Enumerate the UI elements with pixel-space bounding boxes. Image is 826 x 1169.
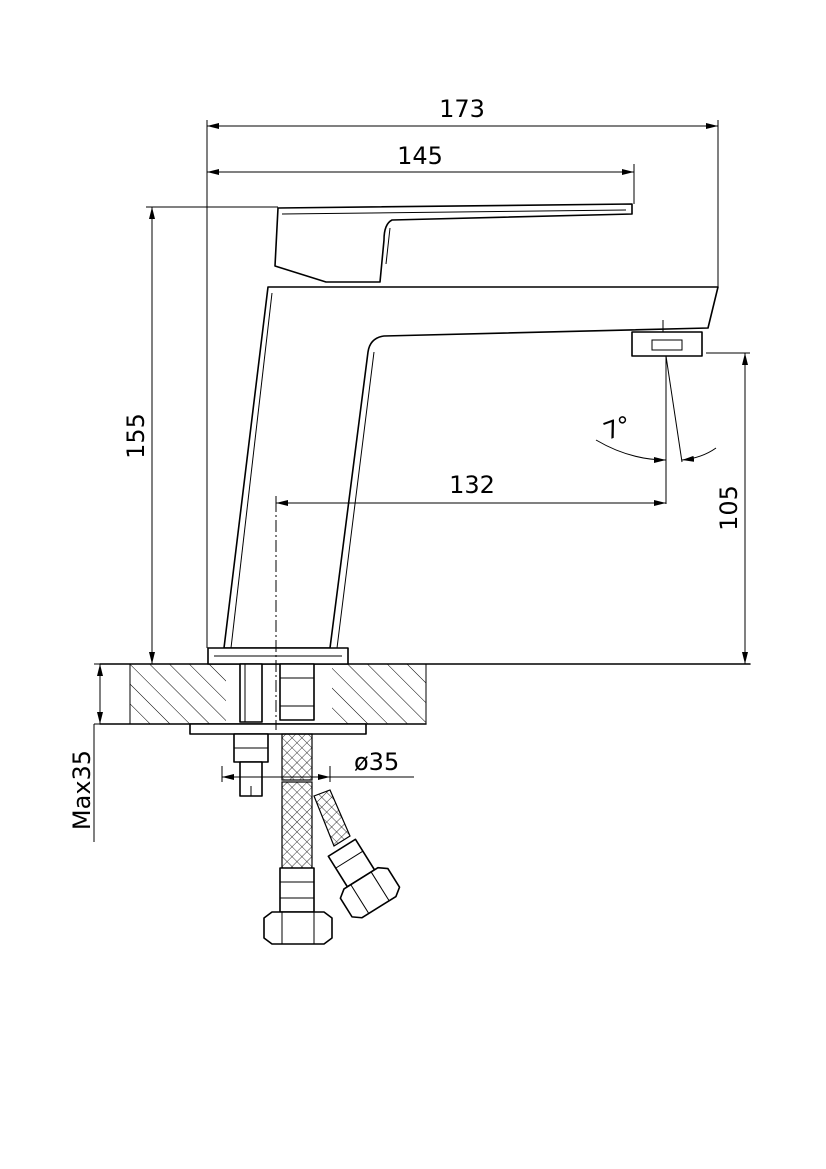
lever-handle — [274, 203, 633, 283]
dim-spout-height: 105 — [715, 485, 743, 531]
dim-base-diameter: ø35 — [354, 748, 399, 776]
dim-overall-length: 173 — [439, 95, 485, 123]
dim-spout-reach: 132 — [449, 471, 495, 499]
dim-max-deck-thickness: Max35 — [68, 750, 96, 830]
dim-spout-angle: 7° — [600, 410, 635, 446]
dim-lever-length: 145 — [397, 142, 443, 170]
base-plate — [207, 647, 349, 665]
extension-lines — [93, 120, 750, 842]
aerator — [631, 320, 703, 357]
dimension-lines — [97, 123, 748, 780]
countertop-section — [99, 663, 751, 725]
mounting-hardware — [189, 663, 367, 797]
braided-hose-right — [313, 789, 401, 919]
dim-overall-height: 155 — [122, 413, 150, 459]
braided-hose-left — [263, 733, 333, 945]
